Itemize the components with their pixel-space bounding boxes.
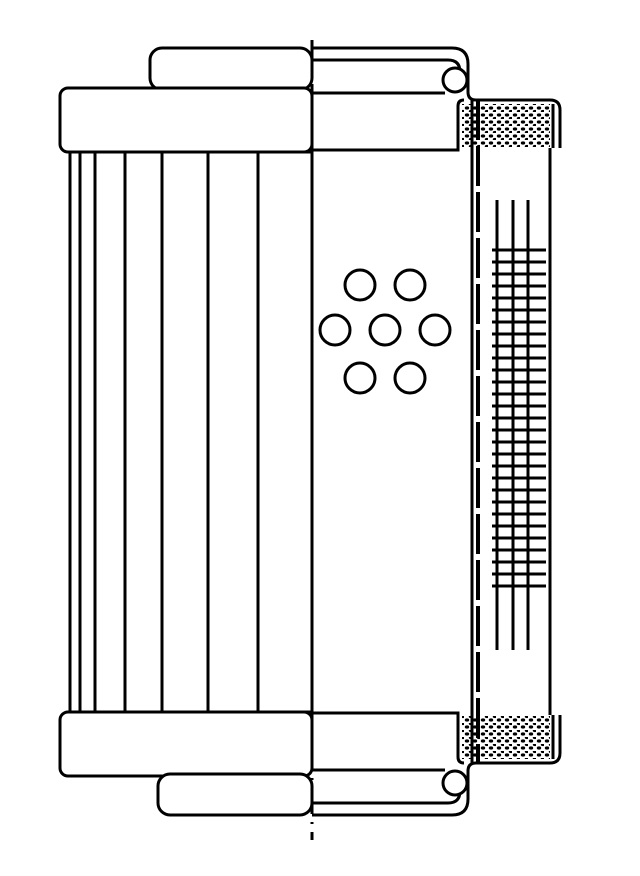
hole bbox=[343, 268, 377, 302]
right-section-view bbox=[310, 46, 562, 817]
top-hub bbox=[148, 46, 314, 92]
hole bbox=[343, 361, 377, 395]
left-exterior-view bbox=[58, 46, 314, 817]
top-cap-section bbox=[310, 46, 562, 152]
hole bbox=[318, 313, 352, 347]
pleat-body bbox=[68, 150, 314, 714]
bottom-end-cap bbox=[58, 710, 314, 778]
top-end-cap bbox=[58, 86, 314, 154]
hole bbox=[418, 313, 452, 347]
hole bbox=[368, 313, 402, 347]
pleat-lines bbox=[78, 152, 260, 712]
mesh-layer bbox=[492, 200, 546, 650]
hole bbox=[393, 361, 427, 395]
flow-holes bbox=[318, 268, 452, 395]
bottom-cap-section bbox=[310, 711, 562, 817]
bottom-hub bbox=[156, 772, 314, 817]
hole bbox=[393, 268, 427, 302]
